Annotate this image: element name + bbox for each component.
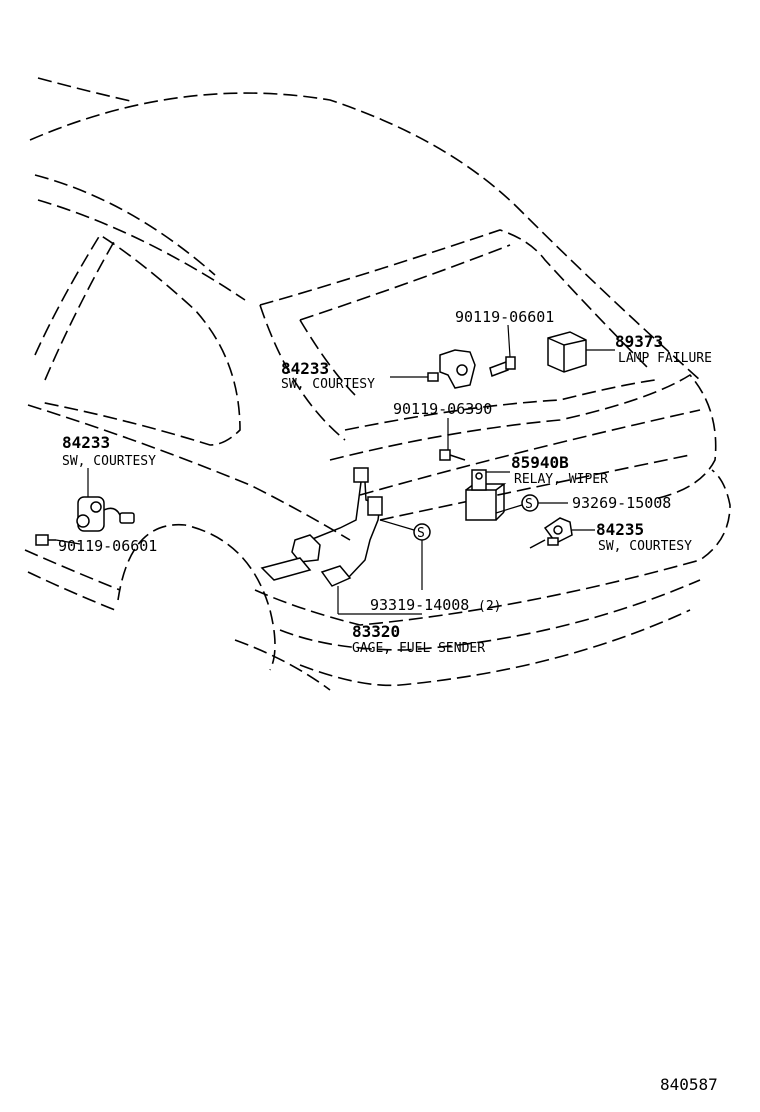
callout-screw-left: 90119-06601: [58, 537, 157, 555]
fuel-sender-gage: [260, 467, 383, 587]
figure-number: 840587: [660, 1075, 718, 1094]
service-mark-center-icon: S: [413, 523, 431, 541]
svg-text:GAGE, FUEL SENDER: GAGE, FUEL SENDER: [352, 641, 485, 656]
callout-screw-s-right: 93269-15008: [572, 494, 671, 512]
svg-text:93319-14008: 93319-14008: [370, 596, 469, 614]
car-body-outline: [24, 77, 731, 691]
courtesy-switch-left: [76, 496, 135, 532]
callout-sw-courtesy-left: 84233 SW, COURTESY: [62, 433, 156, 469]
callout-lamp-failure: 89373 LAMP FAILURE: [615, 332, 712, 366]
lamp-failure-module: [547, 331, 587, 373]
svg-text:84233: 84233: [62, 433, 110, 452]
svg-text:85940B: 85940B: [511, 453, 569, 472]
svg-text:83320: 83320: [352, 622, 400, 641]
svg-text:LAMP FAILURE: LAMP FAILURE: [618, 351, 712, 366]
callout-sw-courtesy-center: 84233 SW, COURTESY: [281, 359, 375, 392]
svg-text:(2): (2): [478, 599, 501, 614]
svg-text:RELAY, WIPER: RELAY, WIPER: [514, 472, 608, 487]
svg-text:S: S: [417, 526, 425, 541]
callout-bolt-relay: 90119-06390: [393, 400, 492, 418]
relay-wiper-module: [465, 469, 507, 521]
svg-text:SW, COURTESY: SW, COURTESY: [281, 377, 375, 392]
callout-relay-wiper: 85940B RELAY, WIPER: [511, 453, 608, 487]
svg-text:84233: 84233: [281, 359, 329, 378]
screw-left-icon: [35, 534, 56, 546]
screw-top-icon: [489, 356, 516, 377]
callout-screw-s-center: 93319-14008 (2): [370, 596, 501, 614]
bolt-relay-icon: [439, 449, 466, 461]
courtesy-switch-center: [427, 349, 476, 389]
service-mark-right-icon: S: [521, 494, 539, 512]
svg-text:89373: 89373: [615, 332, 663, 351]
svg-text:S: S: [525, 497, 533, 512]
svg-text:SW, COURTESY: SW, COURTESY: [62, 454, 156, 469]
svg-text:84235: 84235: [596, 520, 644, 539]
callout-screw-top: 90119-06601: [455, 308, 554, 326]
callout-gage-fuel-sender: 83320 GAGE, FUEL SENDER: [352, 622, 485, 656]
callout-sw-courtesy-right: 84235 SW, COURTESY: [596, 520, 692, 554]
svg-text:SW, COURTESY: SW, COURTESY: [598, 539, 692, 554]
courtesy-switch-right: [529, 517, 573, 549]
